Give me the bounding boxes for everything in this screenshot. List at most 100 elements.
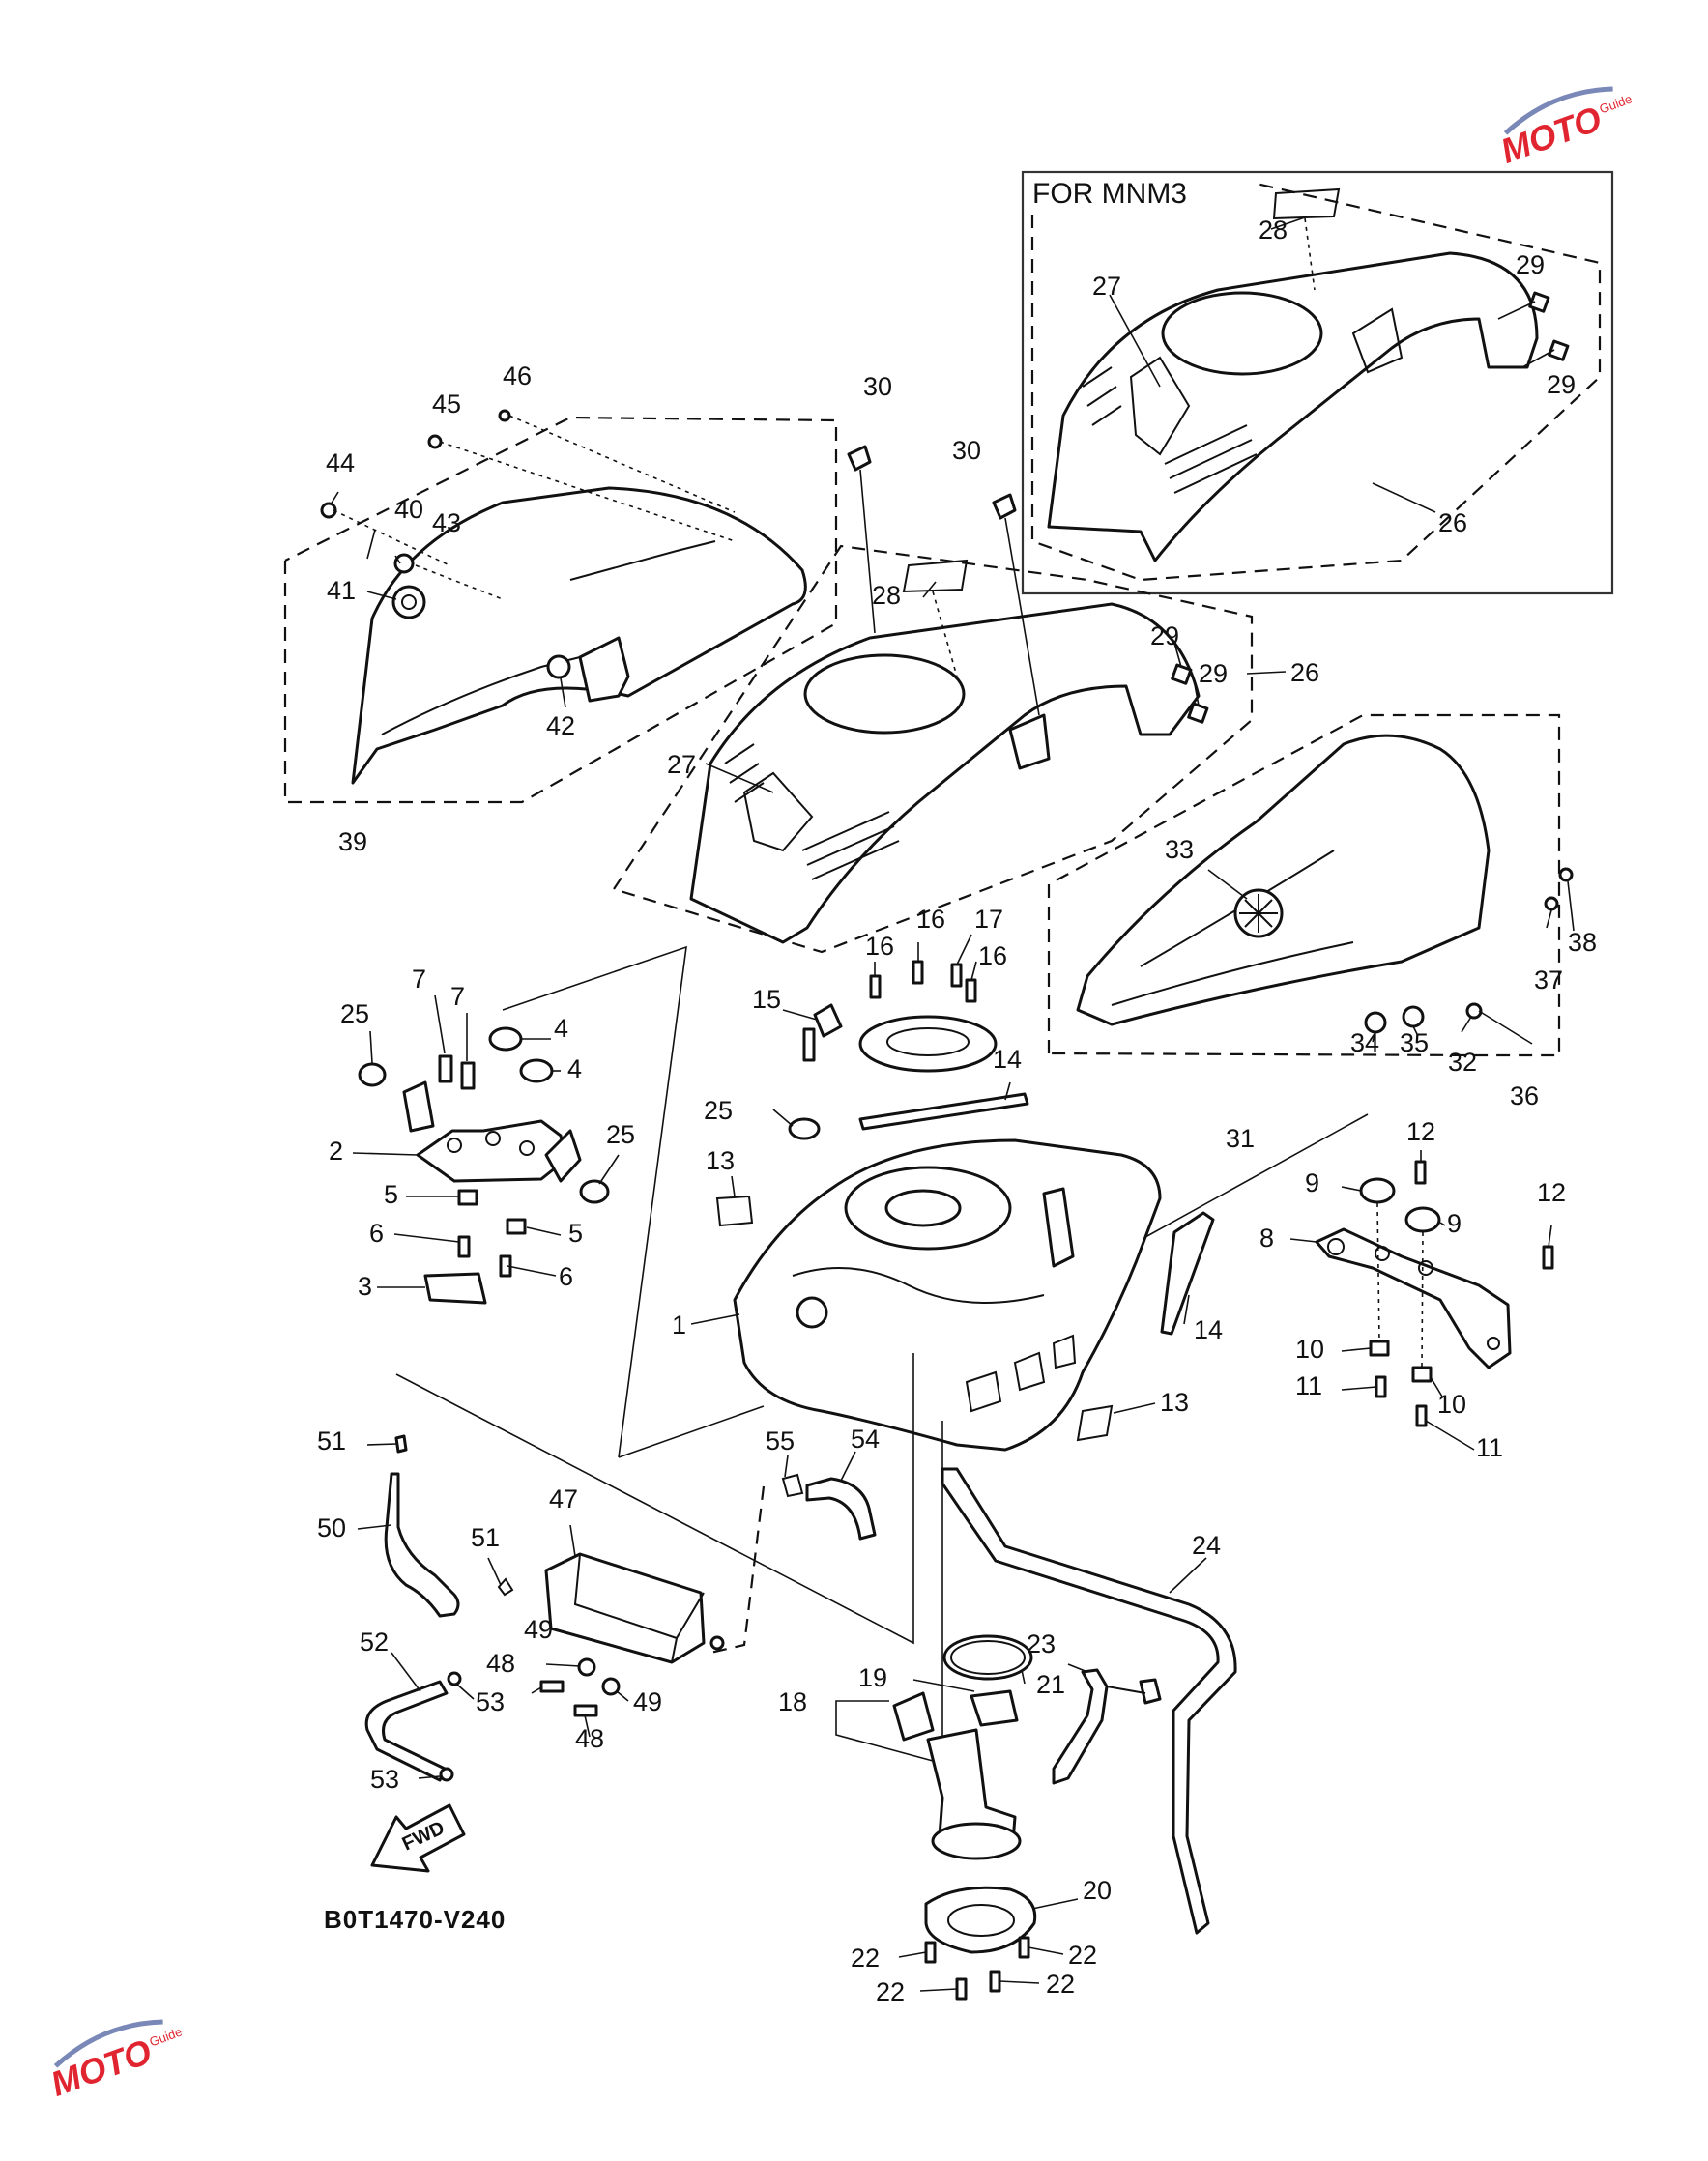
callout-48-lower: 48 [575,1724,604,1753]
callout-34: 34 [1350,1028,1379,1057]
callout-26: 26 [1290,658,1319,687]
callout-32: 32 [1448,1048,1477,1077]
callout-28-mnm3: 28 [1259,216,1288,245]
callout-25-right: 25 [606,1120,635,1149]
callout-30-left: 30 [863,372,892,401]
callout-49-lower: 49 [633,1687,662,1716]
callout-27-mnm3: 27 [1092,272,1121,301]
callout-10-left: 10 [1295,1335,1324,1364]
tank-cover-group: 28 27 29 29 26 30 30 [613,372,1319,954]
callout-29-mnm3-lower: 29 [1547,370,1576,399]
callout-10-right: 10 [1437,1390,1466,1419]
callout-53-lower: 53 [370,1765,399,1794]
callout-50: 50 [317,1513,346,1542]
callout-2: 2 [329,1137,343,1166]
callout-9-right: 9 [1447,1209,1462,1238]
callout-17: 17 [974,905,1003,934]
callout-22-c: 22 [876,1977,905,2006]
callout-14-lower: 14 [1194,1315,1223,1344]
variant-box-label: FOR MNM3 [1032,178,1187,210]
callout-46: 46 [503,361,532,390]
tank-cover-mnm3 [1047,251,1539,562]
callout-37: 37 [1534,965,1563,994]
callout-18: 18 [778,1687,807,1716]
callout-36: 36 [1510,1081,1539,1110]
callout-43: 43 [432,508,461,537]
fuel-tank-group: 1 15 16 16 17 16 14 14 25 13 13 [618,905,1223,1458]
callout-29-lower: 29 [1199,659,1228,688]
callout-41: 41 [327,576,356,605]
callout-23: 23 [1027,1629,1056,1658]
watermark-subtext-top: Guide [1598,92,1635,117]
callout-55: 55 [766,1426,795,1455]
callout-49-upper: 49 [524,1615,553,1644]
callout-22-d: 22 [1046,1970,1075,1999]
callout-22-a: 22 [851,1944,880,1973]
callout-16-mid: 16 [916,905,945,934]
watermark-subtext-bottom: Guide [148,2025,185,2050]
callout-47: 47 [549,1484,578,1513]
callout-13-left: 13 [706,1146,735,1175]
callout-5-left: 5 [384,1180,398,1209]
callout-29-upper: 29 [1150,621,1179,650]
callout-31: 31 [1226,1124,1255,1153]
callout-11-right: 11 [1476,1433,1503,1462]
callout-52: 52 [360,1628,389,1657]
callout-6-right: 6 [559,1262,573,1291]
rear-bracket-group: 9 9 12 12 8 10 10 11 11 [1144,1113,1566,1462]
callout-24: 24 [1192,1531,1221,1560]
callout-25-left: 25 [340,999,369,1028]
watermark-text-bottom: MOTO [45,2031,157,2104]
callout-9-left: 9 [1305,1168,1319,1197]
callout-6-left: 6 [369,1219,384,1248]
callout-20: 20 [1083,1876,1112,1905]
callout-11-left: 11 [1295,1371,1322,1400]
callout-1: 1 [672,1311,686,1340]
callout-42: 42 [546,711,575,740]
callout-12-lower: 12 [1537,1178,1566,1207]
callout-51-lower: 51 [471,1523,500,1552]
callout-48-upper: 48 [486,1649,515,1678]
callout-25-center: 25 [704,1096,733,1125]
callout-4-lower: 4 [567,1054,582,1083]
callout-21: 21 [1036,1670,1065,1699]
callout-16-right: 16 [978,941,1007,970]
callout-38: 38 [1568,928,1597,957]
mnm3-variant-box: FOR MNM3 28 27 29 29 26 [1021,170,1614,595]
callout-27: 27 [667,750,696,779]
callout-19: 19 [858,1663,887,1692]
callout-33: 33 [1165,835,1194,864]
fuel-pump-group: 19 18 21 23 20 22 22 22 22 [778,1421,1162,2006]
callout-7-left: 7 [412,965,426,994]
callout-22-b: 22 [1068,1941,1097,1970]
callout-14-upper: 14 [993,1045,1022,1074]
callout-35: 35 [1400,1028,1429,1057]
forward-direction-indicator: FWD [370,1803,466,1873]
diagram-code: B0T1470-V240 [324,1905,506,1934]
callout-5-right: 5 [568,1219,583,1248]
callout-26-mnm3: 26 [1438,508,1467,537]
side-cover-left-group: 44 45 46 40 43 41 42 39 [283,361,838,856]
callout-4-upper: 4 [554,1014,568,1043]
callout-40: 40 [394,495,423,524]
callout-16-left: 16 [865,932,894,961]
callout-54: 54 [851,1425,880,1454]
callout-7-right: 7 [450,982,465,1011]
watermark-logo-bottom: MOTO Guide [45,2019,185,2104]
callout-29-mnm3-upper: 29 [1516,250,1545,279]
watermark-text-top: MOTO [1495,99,1607,171]
side-cover-right-group: 33 37 38 34 35 32 36 31 [1047,713,1597,1153]
callout-51-upper: 51 [317,1426,346,1455]
callout-45: 45 [432,389,461,418]
callout-8: 8 [1259,1224,1274,1253]
callout-28: 28 [872,581,901,610]
watermark-logo-top: MOTO Guide [1495,86,1635,171]
callout-30-right: 30 [952,436,981,465]
canister-and-hoses-group: 51 50 51 47 52 53 53 49 48 49 48 55 54 2… [317,1353,1237,1935]
front-bracket-group: 25 7 7 4 4 2 5 5 6 6 3 25 [329,945,687,1458]
callout-12-upper: 12 [1406,1117,1435,1146]
callout-44: 44 [326,448,355,477]
callout-3: 3 [358,1272,372,1301]
callout-15: 15 [752,985,781,1014]
